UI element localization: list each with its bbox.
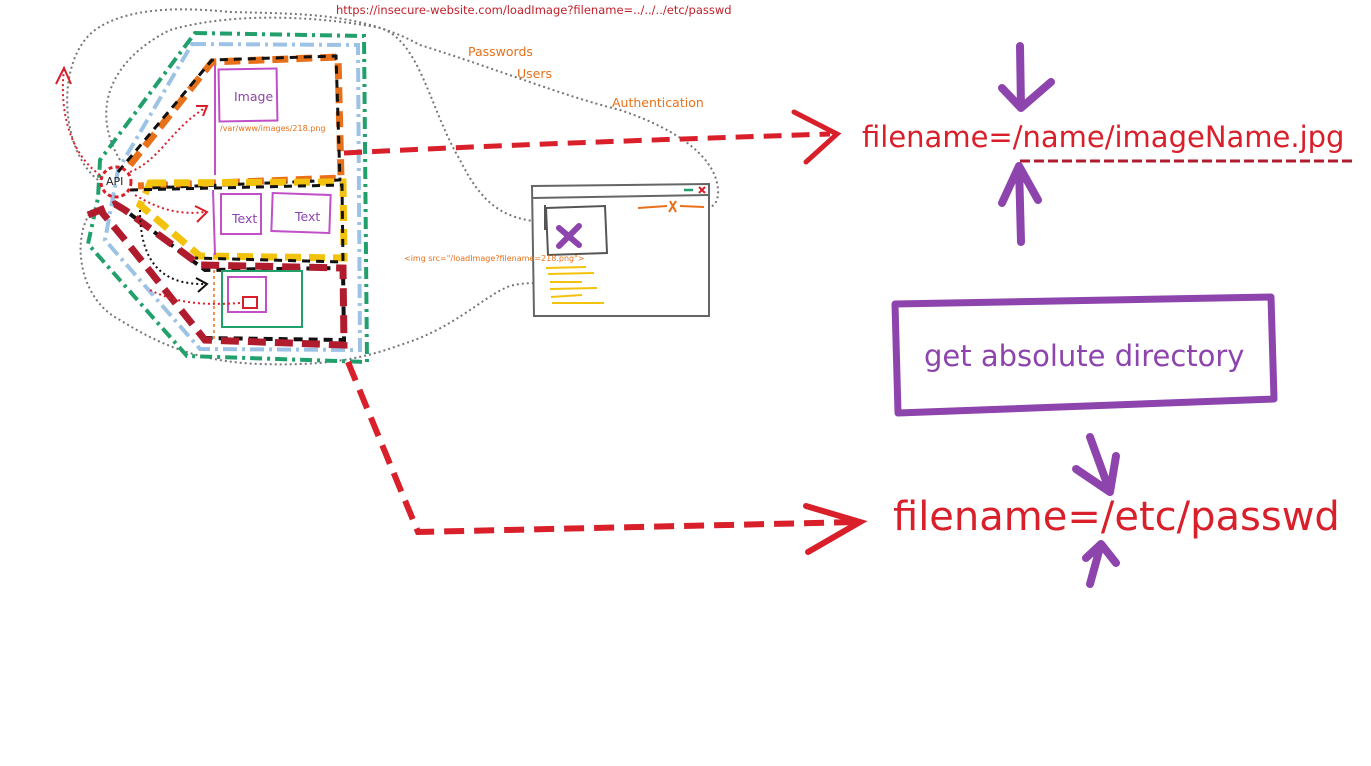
label-image: Image bbox=[234, 89, 274, 104]
filesystem-outline bbox=[66, 8, 720, 208]
label-text-b: Text bbox=[295, 209, 321, 224]
image-panel-black bbox=[116, 54, 342, 190]
api-arrow-to-image bbox=[129, 107, 206, 173]
purple-arrow-up-bottom bbox=[998, 162, 1042, 246]
arrow-to-attack-filename bbox=[345, 360, 859, 536]
label-authentication: Authentication bbox=[612, 95, 704, 110]
api-arrow-up-left bbox=[61, 69, 101, 176]
api-arrow-to-lower bbox=[139, 209, 206, 286]
label-text-a: Text bbox=[232, 211, 258, 226]
image-box bbox=[217, 67, 279, 123]
label-img-tag: <img src="/loadImage?filename=218.png"> bbox=[404, 254, 585, 263]
api-arrow-to-text bbox=[134, 194, 206, 214]
api-node bbox=[99, 165, 133, 199]
api-arrowhead-up-left bbox=[55, 65, 72, 85]
lower-panel-purple-box bbox=[227, 276, 267, 313]
filesystem-outline-lower bbox=[79, 209, 546, 366]
attack-path-dark-red bbox=[86, 200, 348, 349]
purple-arrow-down-top bbox=[998, 42, 1055, 112]
normal-filename-annotation: filename=/name/imageName.jpg bbox=[862, 120, 1345, 154]
label-api: API bbox=[106, 175, 124, 188]
browser-close-icon bbox=[698, 186, 706, 194]
browser-broken-image-frame bbox=[544, 204, 609, 257]
browser-orange-scribble bbox=[637, 200, 705, 213]
browser-text-lines bbox=[545, 266, 604, 304]
absolute-directory-annotation: get absolute directory bbox=[924, 339, 1245, 373]
api-arrowhead-to-text bbox=[194, 205, 209, 223]
lower-panel-green-box bbox=[221, 270, 303, 328]
absolute-directory-box bbox=[891, 293, 1278, 417]
arrow-to-normal-filename bbox=[343, 131, 831, 156]
browser-titlebar-line bbox=[531, 194, 710, 199]
broken-image-x-icon bbox=[556, 223, 582, 249]
text-box-a bbox=[220, 193, 262, 235]
lower-panel-red-square bbox=[242, 296, 258, 309]
text-panel-outline bbox=[135, 178, 348, 262]
text-box-b bbox=[270, 191, 332, 235]
attack-url: https://insecure-website.com/loadImage?f… bbox=[336, 3, 732, 17]
server-boundary-green bbox=[85, 30, 370, 365]
filesystem-outline-inner bbox=[105, 16, 546, 223]
attack-filename-annotation: filename=/etc/passwd bbox=[893, 494, 1340, 540]
arrowhead-normal bbox=[791, 109, 842, 165]
label-users: Users bbox=[517, 66, 553, 81]
text-panel-divider bbox=[212, 189, 216, 256]
label-image-path: /var/www/images/218.png bbox=[220, 124, 326, 133]
api-arrowhead-to-image bbox=[196, 105, 209, 117]
api-arrowhead-to-lower bbox=[195, 277, 209, 293]
arrowhead-attack bbox=[803, 503, 868, 555]
purple-arrow-up-attack bbox=[1082, 540, 1120, 588]
label-passwords: Passwords bbox=[468, 44, 533, 59]
purple-arrow-down-attack bbox=[1072, 433, 1120, 496]
